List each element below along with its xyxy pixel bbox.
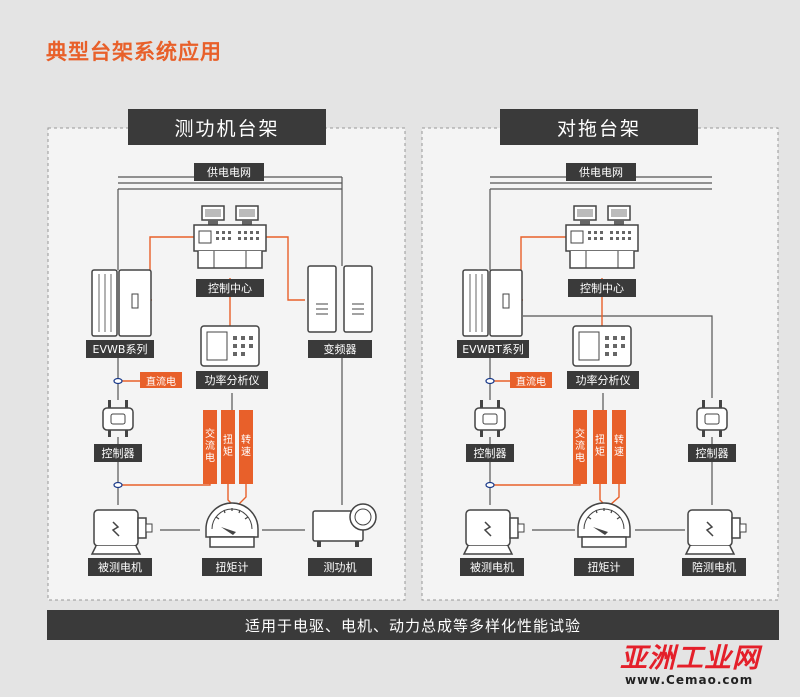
left-grid-label: 供电电网 [194,163,264,181]
left-panel-title: 测功机台架 [128,109,326,145]
left-panel [47,127,406,601]
drive-cabinet-icon [91,269,152,337]
right-torque-meter-label: 扭矩计 [574,558,634,576]
right-grid-label: 供电电网 [566,163,636,181]
right-motor-label: 被测电机 [460,558,524,576]
right-panel-title: 对拖台架 [500,109,698,145]
left-controller-label: 控制器 [94,444,142,462]
left-motor-label: 被测电机 [88,558,152,576]
footer-banner: 适用于电驱、电机、动力总成等多样化性能试验 [47,610,779,640]
left-dc-label: 直流电 [140,372,182,388]
right-drive-label: EVWBT系列 [457,340,529,358]
right-controller-label-a: 控制器 [466,444,514,462]
power-analyzer-icon-right [572,325,632,367]
watermark-logo: 亚洲工业网 [620,643,760,674]
left-inverter-label: 变频器 [308,340,372,358]
left-torque-meter-label: 扭矩计 [202,558,262,576]
left-signal-speed: 转速 [239,410,253,484]
left-signal-torque: 扭矩 [221,410,235,484]
right-signal-ac: 交流电 [573,410,587,484]
drive-cabinet-icon-right [462,269,523,337]
left-control-center-label: 控制中心 [196,279,264,297]
right-analyzer-label: 功率分析仪 [567,371,639,389]
left-analyzer-label: 功率分析仪 [196,371,268,389]
right-companion-motor-label: 陪测电机 [682,558,746,576]
right-control-center-label: 控制中心 [568,279,636,297]
left-signal-ac: 交流电 [203,410,217,484]
left-drive-label: EVWB系列 [86,340,154,358]
watermark-url: www.Cemao.com [625,673,754,687]
power-analyzer-icon [200,325,260,367]
right-panel [421,127,779,601]
torque-meter-icon [205,502,259,548]
torque-meter-icon-right [577,502,631,548]
page-title: 典型台架系统应用 [46,40,222,64]
left-dyno-label: 测功机 [308,558,372,576]
right-controller-label-b: 控制器 [688,444,736,462]
right-signal-torque: 扭矩 [593,410,607,484]
right-signal-speed: 转速 [612,410,626,484]
right-dc-label: 直流电 [510,372,552,388]
